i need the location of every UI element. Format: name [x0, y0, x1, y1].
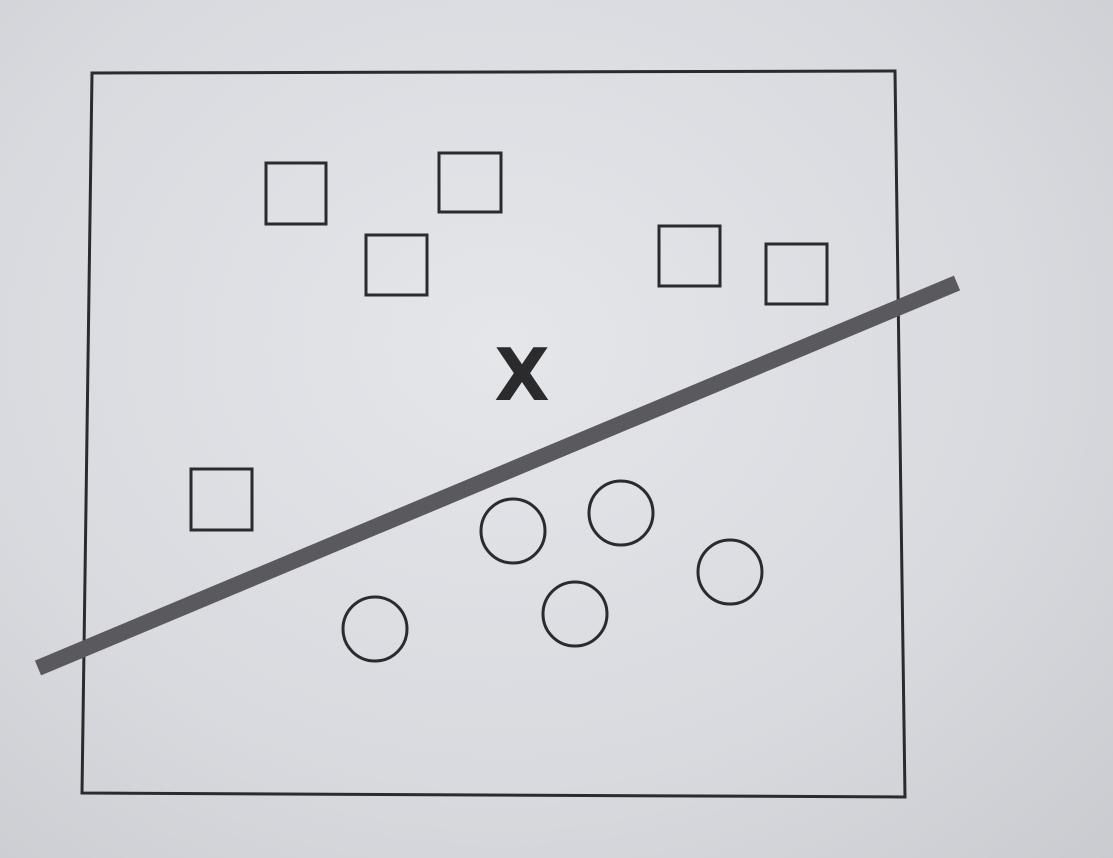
square-sample: [364, 233, 429, 297]
decision-boundary-line: [34, 275, 961, 676]
circle-class-group: [341, 479, 764, 663]
square-sample: [189, 467, 254, 532]
circle-sample: [479, 497, 547, 565]
square-sample: [764, 242, 829, 306]
square-sample: [437, 151, 503, 214]
circle-sample: [587, 479, 655, 547]
square-sample: [657, 224, 722, 288]
plot-frame: [80, 69, 907, 799]
circle-sample: [541, 580, 609, 648]
circle-sample: [696, 538, 764, 606]
circle-sample: [341, 595, 409, 663]
query-point-label: X: [494, 333, 550, 417]
square-class-group: [189, 151, 829, 532]
square-sample: [264, 161, 328, 226]
